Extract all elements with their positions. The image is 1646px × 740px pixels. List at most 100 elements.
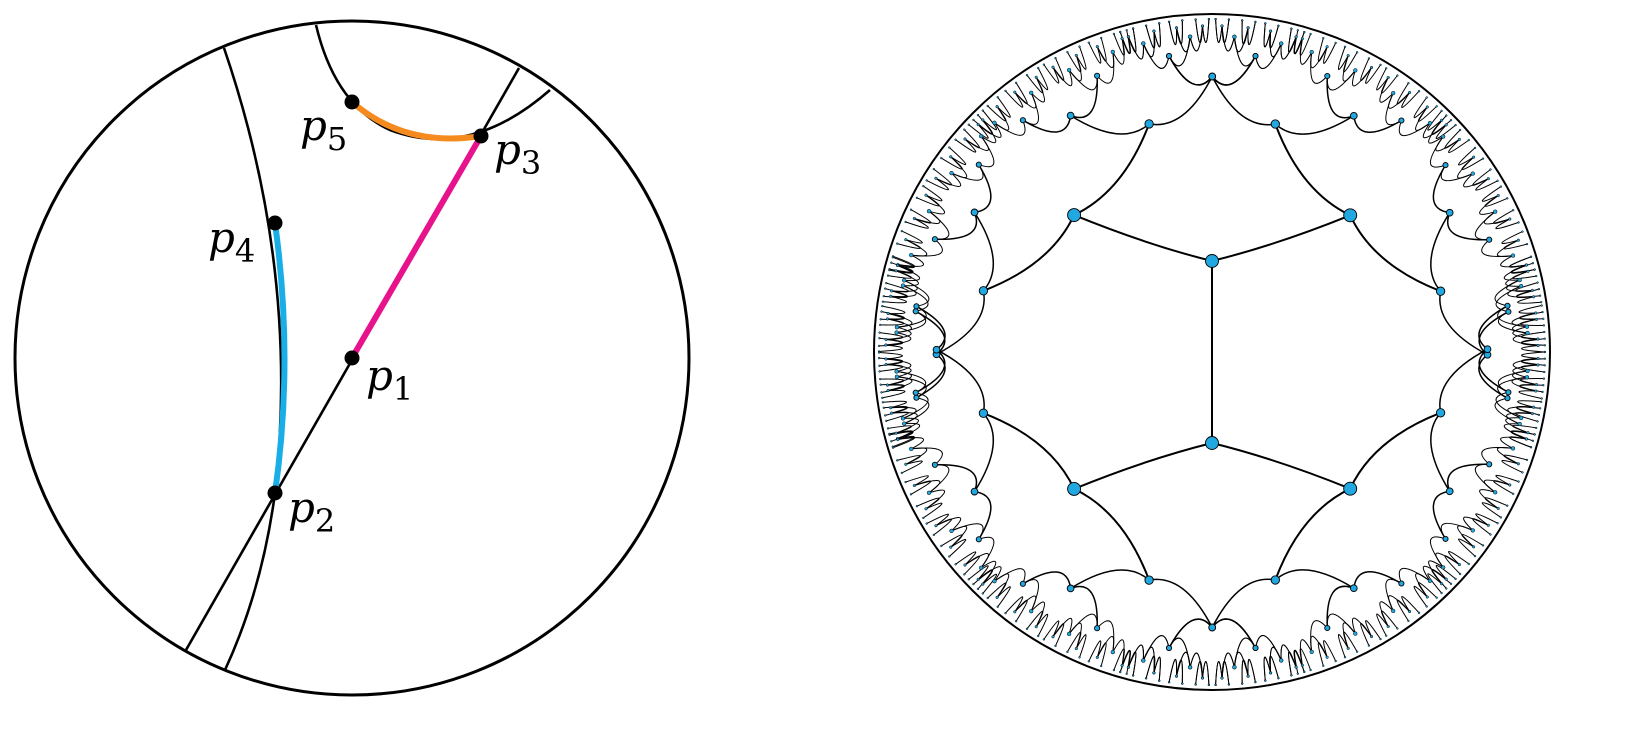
- tree-vertex: [1100, 36, 1103, 40]
- tree-edge: [1458, 538, 1476, 557]
- tree-edge: [1014, 82, 1028, 105]
- tree-vertex: [1300, 37, 1304, 41]
- tree-edge: [1323, 42, 1337, 64]
- tree-vertex: [909, 252, 914, 258]
- tree-edge: [923, 502, 943, 519]
- tree-edge: [1353, 570, 1402, 589]
- tree-edge: [1396, 599, 1410, 622]
- tree-vertex: [1367, 644, 1371, 647]
- tree-vertex: [1232, 665, 1237, 670]
- tree-edge: [1142, 43, 1170, 69]
- tree-edge: [1447, 463, 1490, 492]
- tree-vertex: [1029, 90, 1034, 95]
- tree-edge: [1168, 55, 1213, 86]
- tree-vertex: [1408, 90, 1412, 95]
- tree-edge: [1263, 656, 1272, 681]
- tree-edge: [982, 573, 998, 594]
- tree-edge: [1113, 33, 1125, 56]
- tree-vertex: [1521, 471, 1524, 474]
- tree-vertex: [1279, 658, 1284, 663]
- tree-edge: [887, 425, 912, 434]
- tree-vertex: [884, 357, 888, 361]
- tree-vertex: [1066, 111, 1075, 120]
- tree-vertex: [924, 507, 928, 511]
- tree-vertex: [1269, 671, 1273, 675]
- left-disk-boundary: [13, 19, 691, 697]
- tree-vertex: [1467, 138, 1470, 142]
- tree-edge: [916, 194, 940, 207]
- tree-edge: [1211, 618, 1257, 649]
- tree-vertex: [889, 294, 893, 298]
- tree-edge: [1401, 596, 1420, 614]
- tree-edge: [1127, 28, 1137, 53]
- tree-vertex: [1536, 420, 1539, 423]
- tree-vertex: [1264, 22, 1267, 25]
- tree-vertex: [1269, 29, 1273, 33]
- tree-vertex: [1486, 177, 1490, 181]
- tree-vertex: [1517, 221, 1520, 224]
- tree-vertex: [1181, 682, 1184, 685]
- tree-vertex: [884, 287, 887, 290]
- tree-edge: [1380, 610, 1398, 629]
- tree-vertex: [886, 274, 890, 277]
- tree-vertex: [1220, 24, 1224, 28]
- tree-edge: [1519, 312, 1544, 320]
- tree-vertex: [978, 286, 989, 296]
- tree-vertex: [912, 216, 916, 221]
- tree-vertex: [1496, 522, 1499, 525]
- tree-edge: [916, 497, 940, 510]
- tree-vertex: [1119, 670, 1122, 674]
- tree-edge: [1475, 178, 1498, 191]
- tree-vertex: [986, 596, 989, 600]
- tree-edge: [1326, 70, 1356, 91]
- tree-edge: [885, 406, 908, 416]
- tree-vertex: [1531, 405, 1536, 409]
- tree-edge: [1353, 115, 1402, 134]
- tree-vertex: [1343, 481, 1358, 496]
- tree-vertex: [1481, 544, 1485, 547]
- tree-vertex: [981, 118, 985, 122]
- tree-vertex: [1524, 324, 1530, 329]
- tree-vertex: [1078, 45, 1081, 48]
- tree-edge: [933, 518, 952, 536]
- tree-vertex: [934, 176, 938, 180]
- tree-edge: [1127, 651, 1137, 676]
- tree-vertex: [1449, 582, 1453, 585]
- label-p5: p5: [300, 101, 347, 158]
- tree-vertex: [1296, 29, 1299, 32]
- tree-vertex: [1019, 117, 1026, 124]
- tree-vertex: [1120, 36, 1124, 41]
- tree-edge: [1435, 124, 1456, 140]
- geodesic-through-p5-p3: [314, 24, 551, 141]
- tree-vertex: [1187, 665, 1193, 670]
- tree-edge: [1142, 635, 1170, 661]
- tree-vertex: [1200, 676, 1205, 680]
- tree-vertex: [1398, 117, 1405, 124]
- tree-vertex: [1309, 32, 1312, 36]
- tree-edge: [1202, 19, 1210, 43]
- tree-vertex: [1279, 41, 1284, 46]
- tree-edge: [1512, 424, 1537, 434]
- tree-vertex: [1506, 197, 1509, 200]
- tree-vertex: [1535, 274, 1538, 278]
- tree-edge: [1005, 90, 1024, 108]
- tree-edge: [1022, 571, 1072, 589]
- tree-vertex: [1309, 649, 1314, 655]
- tree-vertex: [1505, 389, 1512, 396]
- tree-edge: [1299, 648, 1312, 671]
- tree-edge: [1521, 351, 1545, 359]
- tree-edge: [1520, 378, 1544, 386]
- tree-edge: [1461, 533, 1484, 548]
- tree-vertex: [967, 123, 970, 126]
- tree-edge: [1317, 642, 1328, 666]
- tree-edge: [1068, 613, 1098, 635]
- tree-edge: [1073, 214, 1213, 262]
- tree-vertex: [1165, 644, 1173, 652]
- tree-edge: [1317, 38, 1328, 62]
- tree-vertex: [1013, 610, 1017, 614]
- tree-vertex: [1131, 27, 1135, 30]
- tree-edge: [1326, 75, 1355, 119]
- tree-vertex: [1543, 330, 1546, 334]
- tree-vertex: [904, 480, 907, 484]
- tree-edge: [1070, 585, 1098, 629]
